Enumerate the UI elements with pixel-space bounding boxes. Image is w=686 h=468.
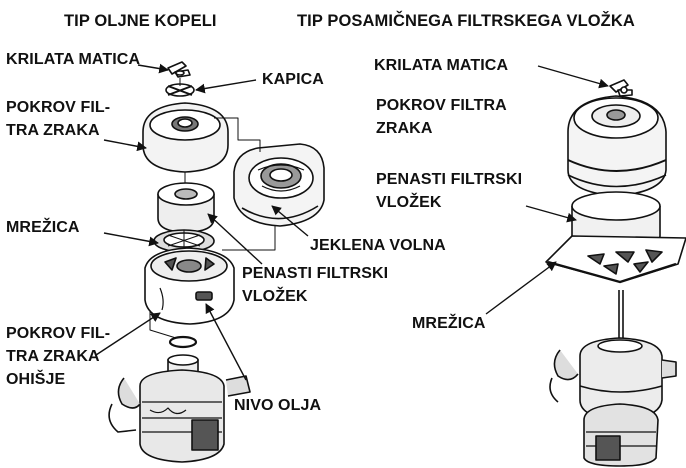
air-filter-cover-part [142,102,229,173]
label-screen-left: MREŽICA [6,219,80,236]
label-housing-line2: TRA ZRAKA [6,348,100,365]
single-element-assembly [545,79,686,467]
air-filter-housing-part [144,247,235,325]
label-foam-right-line2: VLOŽEK [376,194,442,211]
label-screen-right: MREŽICA [412,315,486,332]
wing-nut-right [609,79,633,97]
label-wing-nut-right: KRILATA MATICA [374,57,509,74]
air-filter-cover-right-part [567,95,667,197]
screen-left-part [153,229,215,253]
arrow-screen-right [485,261,557,315]
label-foam-right-line1: PENASTI FILTRSKI [376,171,523,188]
carburetor-right-part [549,337,677,467]
label-steel-wool: JEKLENA VOLNA [310,237,446,254]
callout-arrows [95,63,609,381]
label-housing-line1: POKROV FIL- [6,325,111,342]
arrow-screen-left [103,232,159,247]
label-housing: POKROV FIL- TRA ZRAKA OHIŠJE [6,322,110,391]
arrow-foam-left [207,213,263,265]
label-cover-left-line1: POKROV FIL- [6,99,111,116]
label-wing-nut-left: KRILATA MATICA [6,51,141,68]
screen-right-part [545,235,686,284]
arrow-oil-level [205,303,247,381]
foam-element-left-part [157,182,215,233]
steel-wool-part [233,143,325,227]
label-foam-left-line2: VLOŽEK [242,288,308,305]
label-cap: KAPICA [262,71,324,88]
gasket-ring-part [168,335,198,349]
label-foam-left-line1: PENASTI FILTRSKI [242,265,389,282]
label-cover-left: POKROV FIL- TRA ZRAKA [6,96,110,142]
label-housing-line3: OHIŠJE [6,371,66,388]
arrow-wing-nut-left [137,63,169,74]
header-oil-bath: TIP OLJNE KOPELI [64,12,217,30]
label-foam-left: PENASTI FILTRSKI VLOŽEK [242,262,388,308]
arrow-foam-right [525,205,577,223]
wing-nut-left [167,61,191,78]
label-cover-right-line2: ZRAKA [376,120,433,137]
header-single-element: TIP POSAMIČNEGA FILTRSKEGA VLOŽKA [297,12,635,30]
arrow-cover-left [103,139,147,152]
stud-part [618,290,624,340]
arrow-housing [95,312,161,356]
assembly-guide-lines [149,78,276,339]
label-oil-level: NIVO OLJA [234,397,322,414]
arrow-steel-wool [271,205,309,237]
arrow-cap [195,79,257,94]
label-cover-right-line1: POKROV FILTRA [376,97,507,114]
label-cover-right: POKROV FILTRA ZRAKA [376,94,507,140]
carburetor-left-part [108,354,251,463]
oil-bath-assembly [108,61,325,463]
arrow-wing-nut-right [537,65,609,89]
label-cover-left-line2: TRA ZRAKA [6,122,100,139]
label-foam-right: PENASTI FILTRSKI VLOŽEK [376,168,522,214]
